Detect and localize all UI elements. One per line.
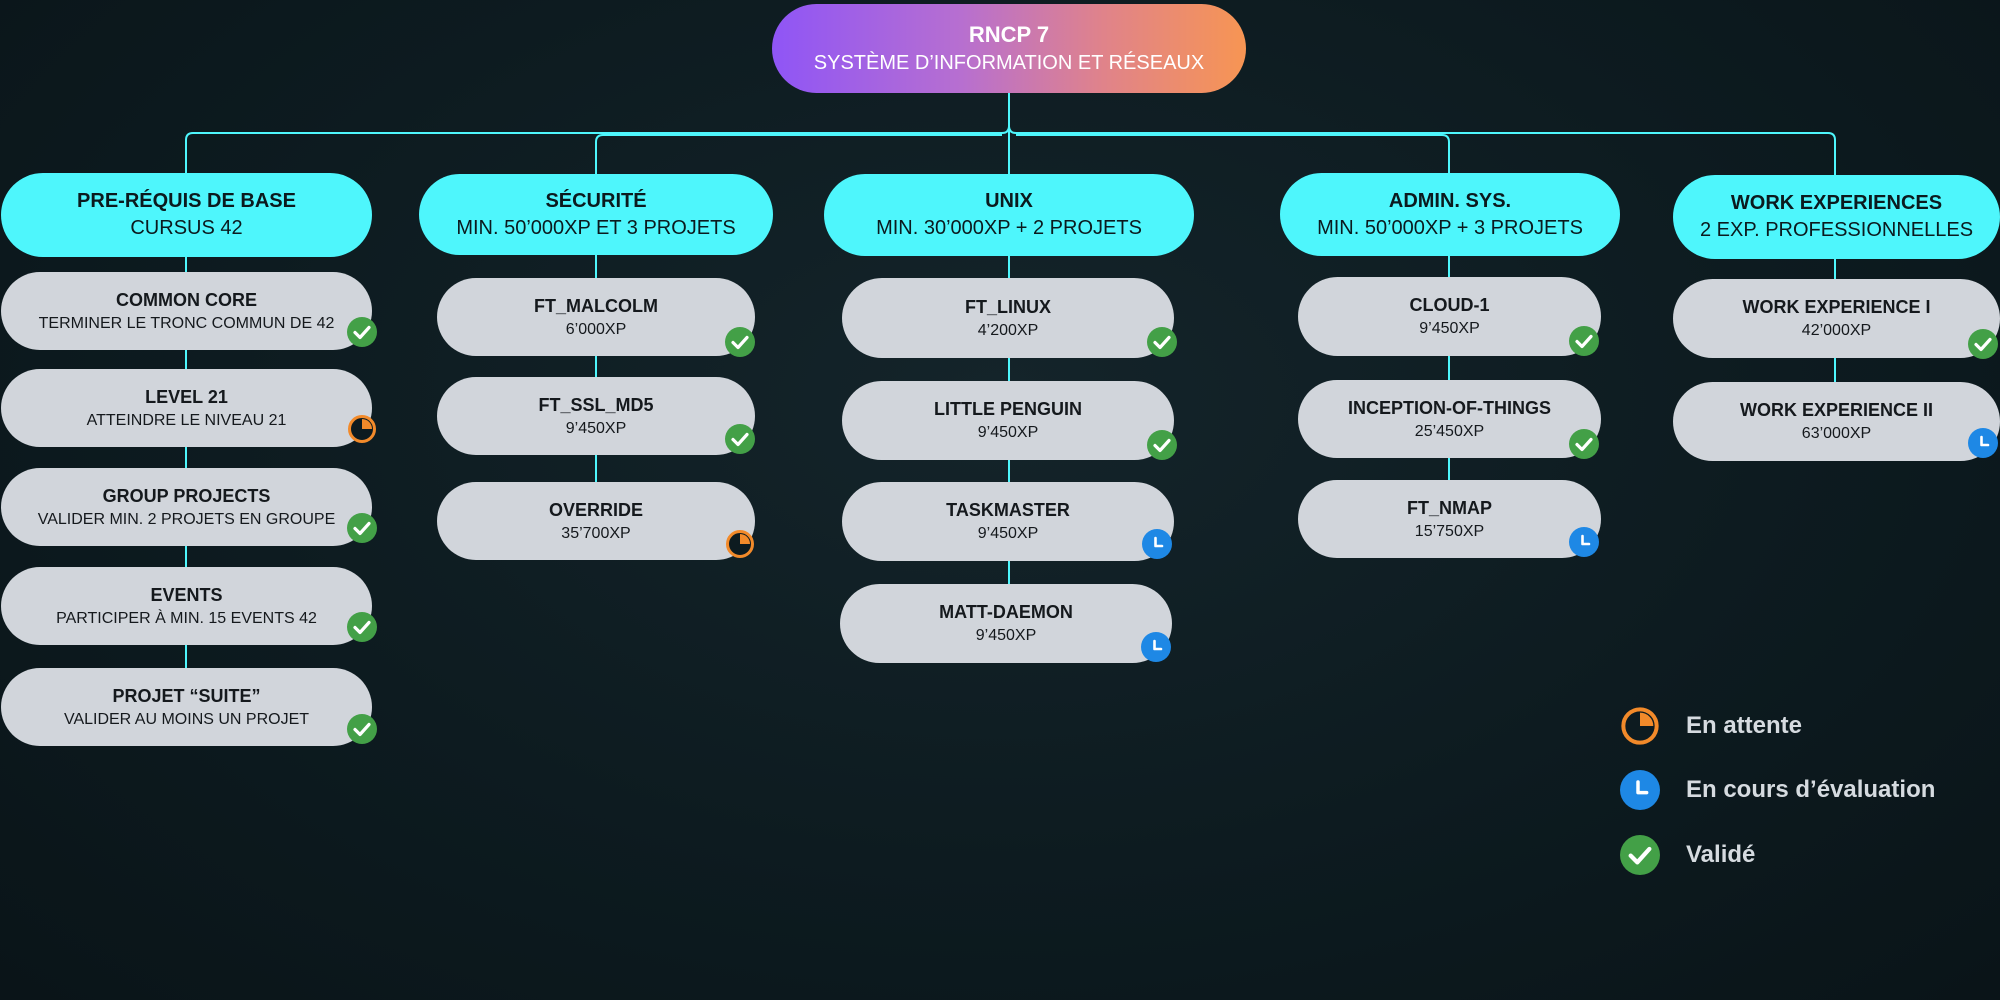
node-matt-daemon: MATT-DAEMON 9’450XP [840,584,1172,663]
node-ft-malcolm: FT_MALCOLM 6’000XP [437,278,755,356]
node-subtitle: 6’000XP [565,320,627,338]
node-subtitle: VALIDER AU MOINS UN PROJET [63,710,310,728]
node-subtitle: TERMINER LE TRONC COMMUN DE 42 [38,314,335,332]
validated-icon [1620,835,1660,875]
node-inception-of-things: INCEPTION-OF-THINGS 25’450XP [1298,380,1601,458]
node-subtitle: 35’700XP [561,524,631,542]
evaluating-icon [1569,527,1599,557]
column-title: PRE-RÉQUIS DE BASE [77,190,296,212]
node-subtitle: 4’200XP [977,321,1039,339]
column-header-prerequis: PRE-RÉQUIS DE BASE CURSUS 42 [1,173,372,257]
evaluating-icon [1141,632,1171,662]
node-taskmaster: TASKMASTER 9’450XP [842,482,1174,561]
node-title: INCEPTION-OF-THINGS [1348,397,1551,418]
connector-line [1016,134,1450,173]
column-header-work-experiences: WORK EXPERIENCES 2 EXP. PROFESSIONNELLES [1673,175,2000,259]
node-group-projects: GROUP PROJECTS VALIDER MIN. 2 PROJETS EN… [1,468,372,546]
connector-line [1008,125,1836,175]
node-title: MATT-DAEMON [939,602,1073,622]
column-title: UNIX [985,190,1033,212]
node-subtitle: VALIDER MIN. 2 PROJETS EN GROUPE [37,510,336,528]
validated-icon [1147,327,1177,357]
node-ft-linux: FT_LINUX 4’200XP [842,278,1174,358]
node-work-experience-1: WORK EXPERIENCE I 42’000XP [1673,279,2000,358]
node-title: TASKMASTER [946,500,1070,520]
validated-icon [1147,430,1177,460]
validated-icon [1569,429,1599,459]
node-title: LEVEL 21 [145,386,228,407]
node-subtitle: 42’000XP [1801,322,1872,339]
node-common-core: COMMON CORE TERMINER LE TRONC COMMUN DE … [1,272,372,350]
root-subtitle: SYSTÈME D’INFORMATION ET RÉSEAUX [813,52,1205,74]
node-subtitle: 15’750XP [1414,522,1485,540]
node-title: CLOUD-1 [1409,295,1490,315]
node-title: FT_MALCOLM [534,295,658,316]
node-subtitle: 63’000XP [1801,425,1872,442]
validated-icon [347,513,377,543]
node-subtitle: ATTEINDRE LE NIVEAU 21 [86,411,287,429]
node-work-experience-2: WORK EXPERIENCE II 63’000XP [1673,382,2000,461]
column-header-unix: UNIX MIN. 30’000XP + 2 PROJETS [824,174,1194,256]
column-header-admin-sys: ADMIN. SYS. MIN. 50’000XP + 3 PROJETS [1280,173,1620,256]
node-override: OVERRIDE 35’700XP [437,482,755,560]
column-title: WORK EXPERIENCES [1730,192,1943,214]
root-node: RNCP 7 SYSTÈME D’INFORMATION ET RÉSEAUX [772,4,1246,93]
node-title: GROUP PROJECTS [102,485,271,506]
evaluating-icon [1620,770,1660,810]
node-title: FT_SSL_MD5 [538,394,654,415]
column-subtitle: MIN. 50’000XP ET 3 PROJETS [456,216,736,239]
node-cloud-1: CLOUD-1 9’450XP [1298,277,1601,356]
node-title: FT_NMAP [1407,497,1492,518]
pending-icon [1620,706,1660,746]
pending-icon [347,414,377,444]
node-subtitle: 9’450XP [975,627,1037,644]
column-subtitle: MIN. 30’000XP + 2 PROJETS [876,217,1142,239]
connector-line [185,125,1010,174]
node-title: WORK EXPERIENCE I [1742,297,1931,317]
validated-icon [725,424,755,454]
column-subtitle: CURSUS 42 [130,217,243,239]
legend-item-evaluating: En cours d’évaluation [1620,770,1935,810]
pending-icon [725,529,755,559]
legend-label: Validé [1686,841,1756,868]
connector-line [595,134,1002,174]
node-subtitle: PARTICIPER À MIN. 15 EVENTS 42 [56,609,317,627]
node-title: OVERRIDE [548,499,644,520]
validated-icon [347,317,377,347]
node-subtitle: 9’450XP [1419,320,1480,337]
node-events: EVENTS PARTICIPER À MIN. 15 EVENTS 42 [1,567,372,645]
node-title: EVENTS [150,584,223,605]
node-title: LITTLE PENGUIN [934,399,1082,419]
legend-label: En attente [1686,712,1803,739]
node-subtitle: 25’450XP [1414,422,1485,440]
node-ft-ssl-md5: FT_SSL_MD5 9’450XP [437,377,755,455]
column-header-securite: SÉCURITÉ MIN. 50’000XP ET 3 PROJETS [419,174,773,255]
node-title: WORK EXPERIENCE II [1739,400,1934,420]
column-title: SÉCURITÉ [545,189,647,212]
node-subtitle: 9’450XP [977,525,1039,542]
column-subtitle: MIN. 50’000XP + 3 PROJETS [1317,216,1583,239]
node-projet-suite: PROJET “SUITE” VALIDER AU MOINS UN PROJE… [1,668,372,746]
root-title: RNCP 7 [968,22,1050,47]
node-subtitle: 9’450XP [565,419,627,437]
node-ft-nmap: FT_NMAP 15’750XP [1298,480,1601,558]
column-subtitle: 2 EXP. PROFESSIONNELLES [1699,219,1974,241]
node-little-penguin: LITTLE PENGUIN 9’450XP [842,381,1174,460]
node-subtitle: 9’450XP [977,424,1039,441]
node-title: FT_LINUX [964,296,1051,317]
validated-icon [347,612,377,642]
node-title: COMMON CORE [116,289,257,310]
validated-icon [1968,329,1998,359]
validated-icon [347,714,377,744]
validated-icon [725,327,755,357]
legend-item-validated: Validé [1620,835,1755,875]
legend-label: En cours d’évaluation [1686,776,1936,803]
validated-icon [1569,326,1599,356]
column-title: ADMIN. SYS. [1388,189,1512,212]
legend-item-pending: En attente [1620,706,1802,746]
node-title: PROJET “SUITE” [112,685,261,706]
evaluating-icon [1968,428,1998,458]
node-level-21: LEVEL 21 ATTEINDRE LE NIVEAU 21 [1,369,372,447]
evaluating-icon [1142,529,1172,559]
